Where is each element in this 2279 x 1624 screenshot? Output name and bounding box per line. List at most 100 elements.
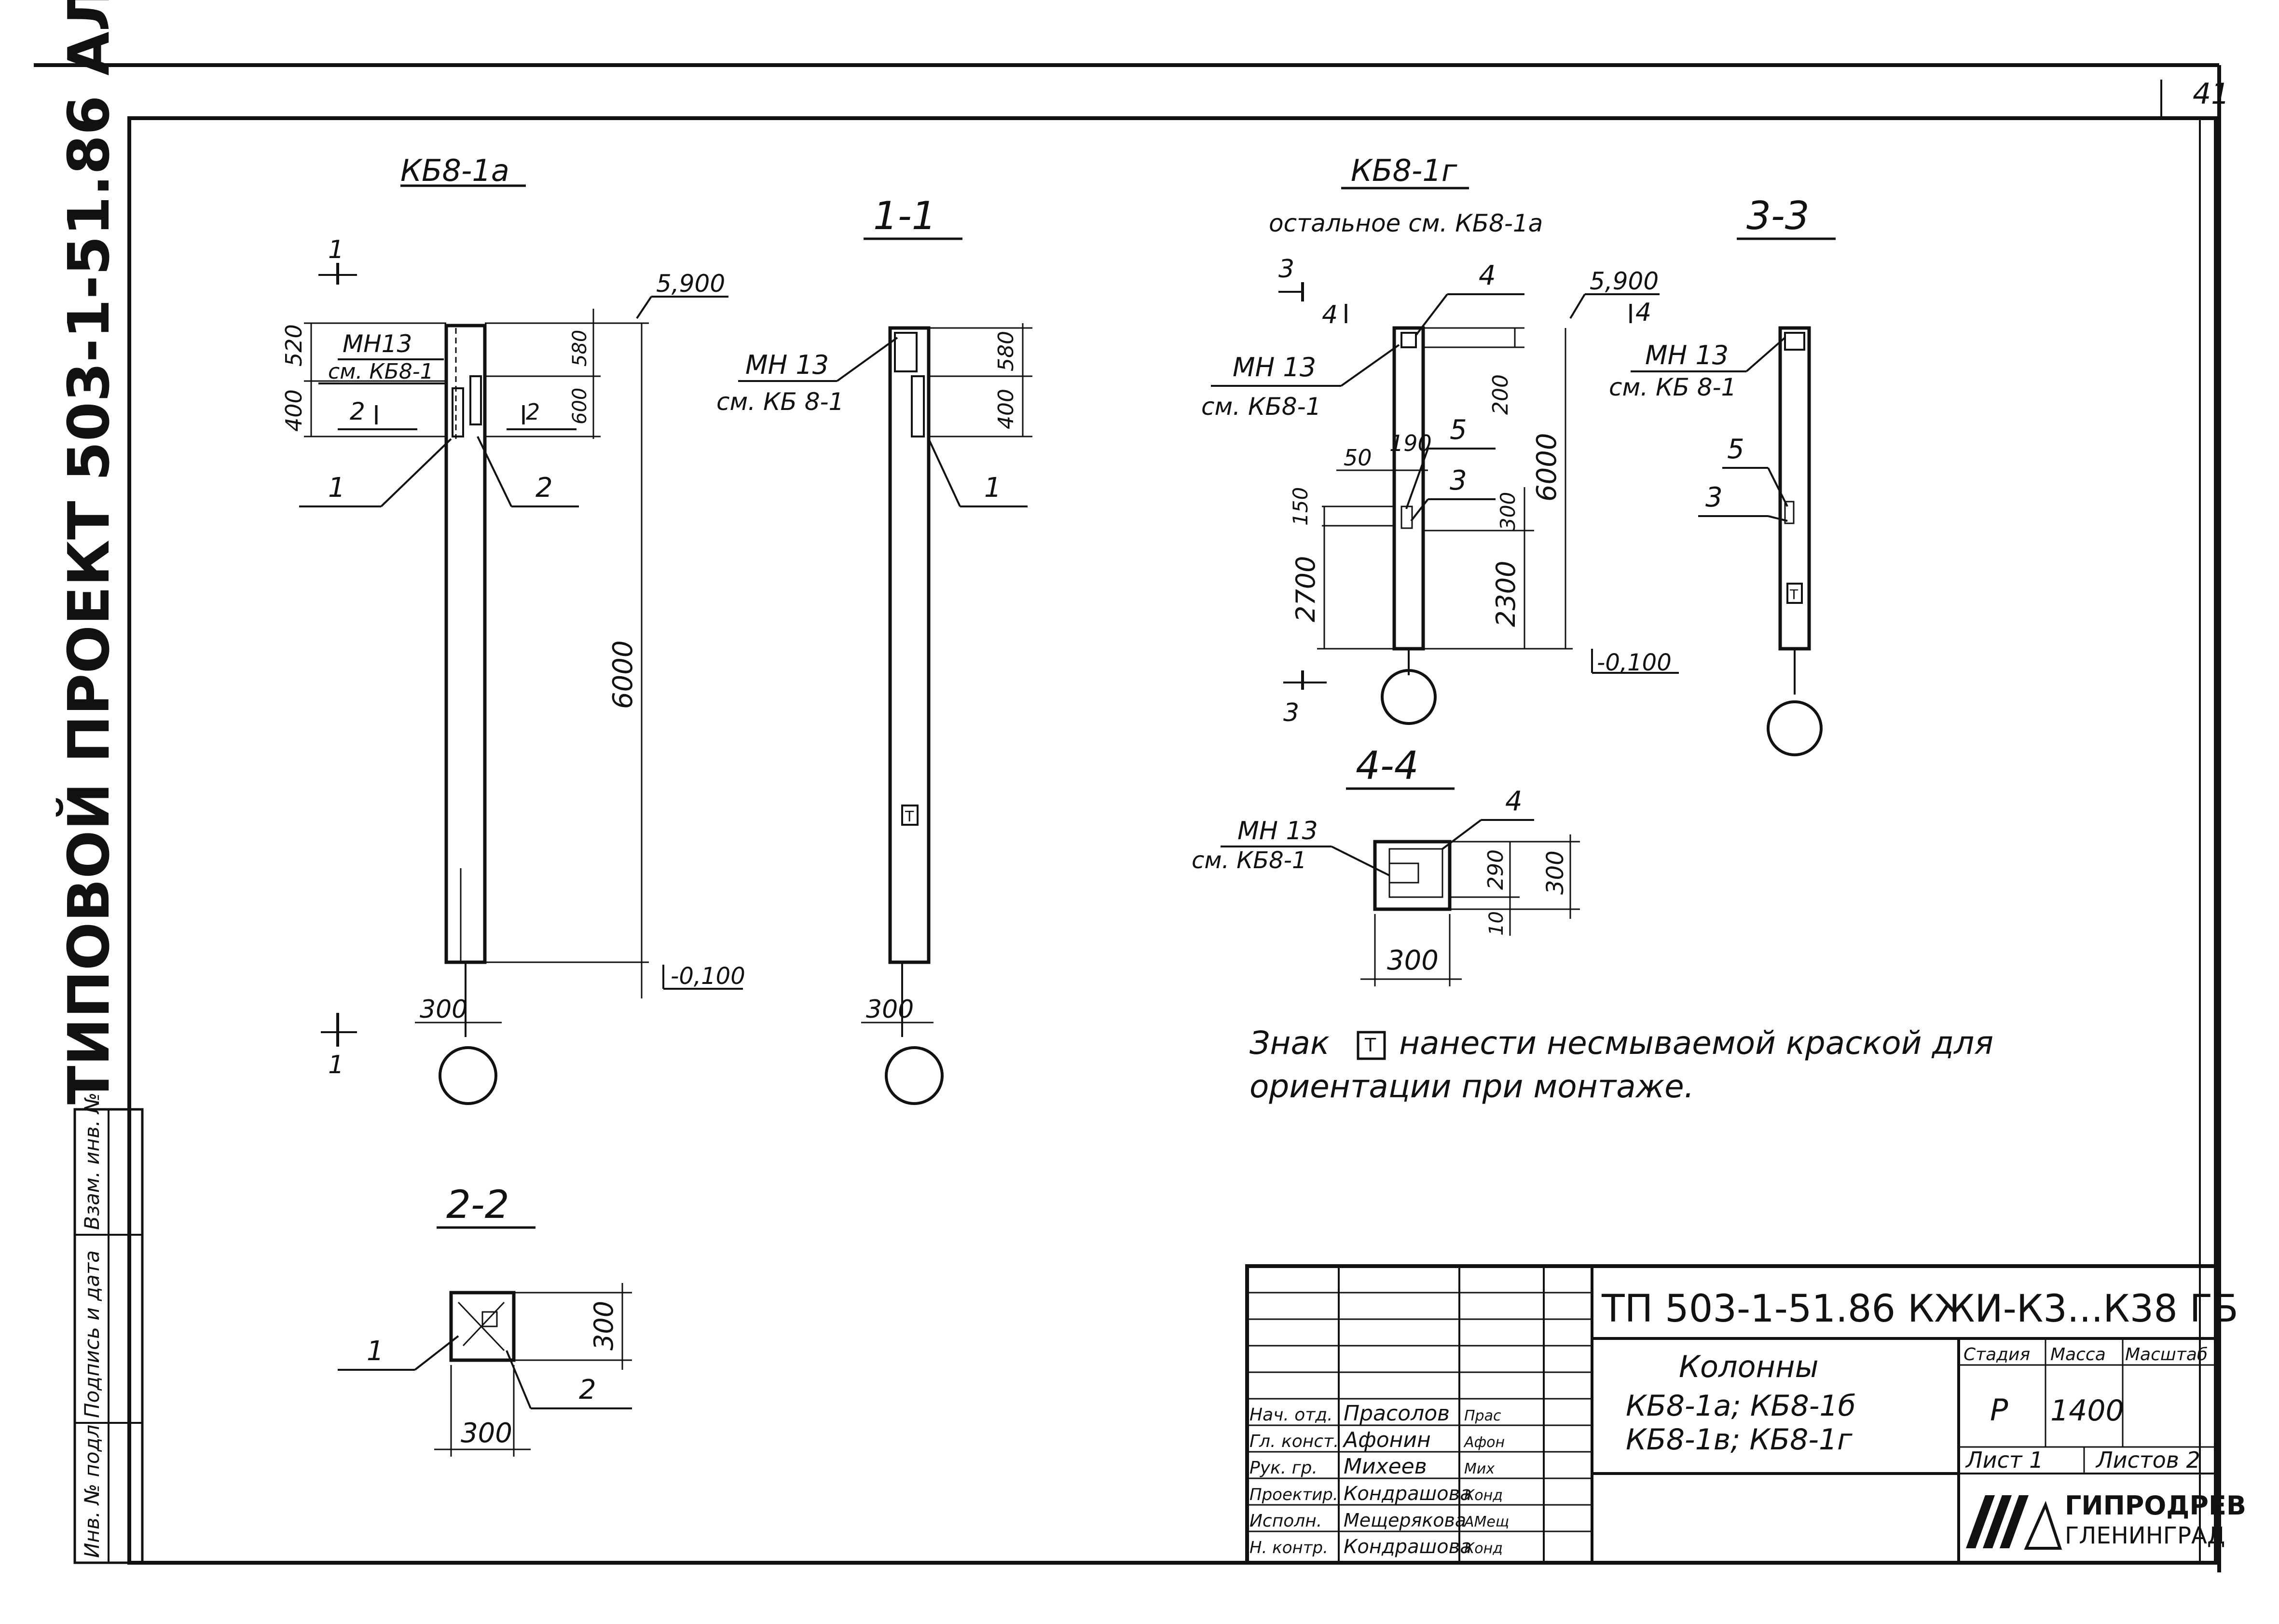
- sec44-mark: МН 13: [1237, 817, 1318, 846]
- kb1g-dim-50: 50: [1344, 445, 1372, 471]
- sec11-dim-300: 300: [866, 995, 914, 1024]
- person-name: Кондрашова: [1344, 1536, 1472, 1558]
- title-block-code: ТП 503-1-51.86 КЖИ-К3...К38 ГБ: [1601, 1287, 2238, 1331]
- value-mass: 1400: [2050, 1394, 2124, 1428]
- kb1g-dim-6000: 6000: [1531, 433, 1563, 502]
- note-line2: ориентации при монтаже.: [1249, 1068, 1694, 1105]
- sec33-callout-5: 5: [1727, 434, 1744, 465]
- person-name: Мещерякова: [1344, 1510, 1466, 1531]
- kb1g-section-4: 4: [1322, 300, 1338, 329]
- sec11-title: 1-1: [873, 193, 936, 238]
- kb1a-level-top: 5,900: [656, 270, 725, 298]
- kb1a-dim-300: 300: [420, 995, 467, 1024]
- kb1g-dim-2300: 2300: [1491, 561, 1521, 627]
- view-section-3-3: 3-3 Т 4 МН 13 см. КБ 8-1 5 3: [1609, 193, 1836, 756]
- kb1g-dim-2700: 2700: [1291, 556, 1321, 622]
- value-sheet: Лист 1: [1965, 1447, 2043, 1473]
- sec22-callout-2: 2: [579, 1374, 596, 1406]
- sec11-dim-400: 400: [994, 389, 1018, 429]
- sec11-callout-1: 1: [984, 472, 1002, 504]
- person-role: Н. контр.: [1249, 1538, 1328, 1557]
- kb1g-dim-190: 190: [1389, 430, 1432, 456]
- person-signature: Мих: [1464, 1460, 1495, 1477]
- sec44-dim-300-h: 300: [1387, 945, 1439, 976]
- kb1a-mark-ref: см. КБ8-1: [328, 359, 434, 384]
- kb1a-section-1-top: 1: [328, 235, 344, 264]
- person-signature: Прас: [1464, 1407, 1501, 1424]
- view-kb8-1a: КБ8-1а МН13 см. КБ8-1 2 520 400 580 600 …: [281, 153, 745, 1105]
- side-title: ТИПОВОЙ ПРОЕКТ 503-1-51.86 АЛЬБОМ 3: [55, 0, 122, 1105]
- sec33-mark-ref: см. КБ 8-1: [1609, 373, 1736, 401]
- person-signature: Конд: [1464, 1540, 1503, 1557]
- title-block-name-3: КБ8-1в; КБ8-1г: [1626, 1423, 1853, 1457]
- kb1a-callout-2: 2: [535, 472, 553, 504]
- side-label-inv: Инв. № подл: [80, 1425, 104, 1558]
- note: Знак Т нанести несмываемой краской для о…: [1249, 1024, 1993, 1105]
- view-title-kb1a: КБ8-1а: [400, 153, 509, 188]
- side-stamp-strip: Инв. № подл Подпись и дата Взам. инв. №: [73, 1092, 144, 1564]
- sec22-dim-horizontal: 300: [461, 1418, 512, 1449]
- header-scale: Масштаб: [2125, 1345, 2208, 1365]
- kb1g-mark-ref: см. КБ8-1: [1201, 393, 1321, 421]
- side-label-vzam: Взам. инв. №: [80, 1092, 104, 1230]
- kb1g-level-bottom: -0,100: [1597, 649, 1672, 676]
- person-role: Исполн.: [1249, 1511, 1322, 1531]
- sec11-sign: Т: [905, 808, 914, 825]
- title-block-name-2: КБ8-1а; КБ8-1б: [1626, 1389, 1856, 1423]
- view-section-1-1: 1-1 Т МН 13 см. КБ 8-1 580 400 1 300: [716, 193, 1032, 1105]
- note-part2: нанести несмываемой краской для: [1399, 1024, 1993, 1062]
- kb1g-subtitle: остальное см. КБ8-1а: [1269, 209, 1543, 237]
- person-role: Гл. конст.: [1249, 1432, 1339, 1451]
- person-signature: Конд: [1464, 1487, 1503, 1504]
- title-block-name-1: Колонны: [1679, 1349, 1819, 1384]
- side-label-sign: Подпись и дата: [80, 1250, 104, 1418]
- page-number: 41: [2193, 77, 2229, 111]
- sec44-mark-ref: см. КБ8-1: [1192, 847, 1307, 874]
- kb1a-dim-600: 600: [569, 388, 591, 424]
- person-role: Проектир.: [1249, 1485, 1338, 1504]
- sec33-sign: Т: [1789, 587, 1798, 602]
- person-role: Рук. гр.: [1249, 1458, 1318, 1478]
- note-part1: Знак: [1249, 1024, 1330, 1062]
- value-stage: Р: [1990, 1392, 2008, 1428]
- sec44-callout-4: 4: [1505, 786, 1523, 817]
- sec33-callout-3: 3: [1705, 482, 1723, 513]
- sec44-dim-10: 10: [1485, 911, 1508, 936]
- sheet-frame: [34, 63, 2221, 1572]
- sec11-mark: МН 13: [745, 350, 829, 380]
- person-signature: Афон: [1463, 1434, 1505, 1451]
- kb1a-section-2-left: 2: [350, 397, 365, 425]
- person-name: Прасолов: [1344, 1401, 1450, 1426]
- sec11-dim-580: 580: [994, 331, 1018, 371]
- sec44-dim-290: 290: [1483, 849, 1508, 890]
- kb1a-callout-1: 1: [328, 472, 345, 504]
- sec44-title: 4-4: [1356, 743, 1419, 788]
- sec44-dim-300-v: 300: [1542, 850, 1569, 895]
- kb1a-dim-6000: 6000: [607, 640, 639, 709]
- view-section-2-2: 2-2 300 300 1 2: [338, 1182, 632, 1457]
- title-block: ТП 503-1-51.86 КЖИ-К3...К38 ГБ Колонны К…: [1245, 1264, 2246, 1565]
- org-name-2: ГЛЕНИНГРАД: [2065, 1522, 2225, 1549]
- kb1g-callout-4: 4: [1479, 260, 1496, 291]
- kb1g-callout-5: 5: [1450, 414, 1467, 446]
- person-name: Кондрашова: [1344, 1483, 1472, 1505]
- kb1g-title: КБ8-1г: [1351, 153, 1457, 188]
- kb1a-dim-520: 520: [281, 324, 307, 367]
- kb1a-dim-400: 400: [281, 389, 307, 432]
- kb1a-section-2-right: 2: [526, 399, 540, 425]
- kb1a-mark: МН13: [343, 330, 412, 358]
- kb1a-section-1-bottom: 1: [328, 1051, 344, 1079]
- kb1g-mark: МН 13: [1233, 352, 1316, 382]
- sec22-callout-1: 1: [367, 1336, 384, 1367]
- person-signature: АМещ: [1463, 1514, 1509, 1530]
- sec11-mark-ref: см. КБ 8-1: [716, 388, 844, 416]
- person-name: Михеев: [1344, 1454, 1427, 1479]
- note-sign: Т: [1364, 1035, 1376, 1056]
- person-role: Нач. отд.: [1249, 1405, 1333, 1425]
- kb1a-level-bottom: -0,100: [671, 963, 745, 990]
- kb1g-section-3-top: 3: [1278, 255, 1294, 284]
- kb1g-dim-300: 300: [1496, 492, 1520, 531]
- org-logo-icon: [1966, 1495, 2062, 1550]
- view-section-4-4: 4-4 МН 13 см. КБ8-1 4 290 300 10 300: [1192, 743, 1580, 986]
